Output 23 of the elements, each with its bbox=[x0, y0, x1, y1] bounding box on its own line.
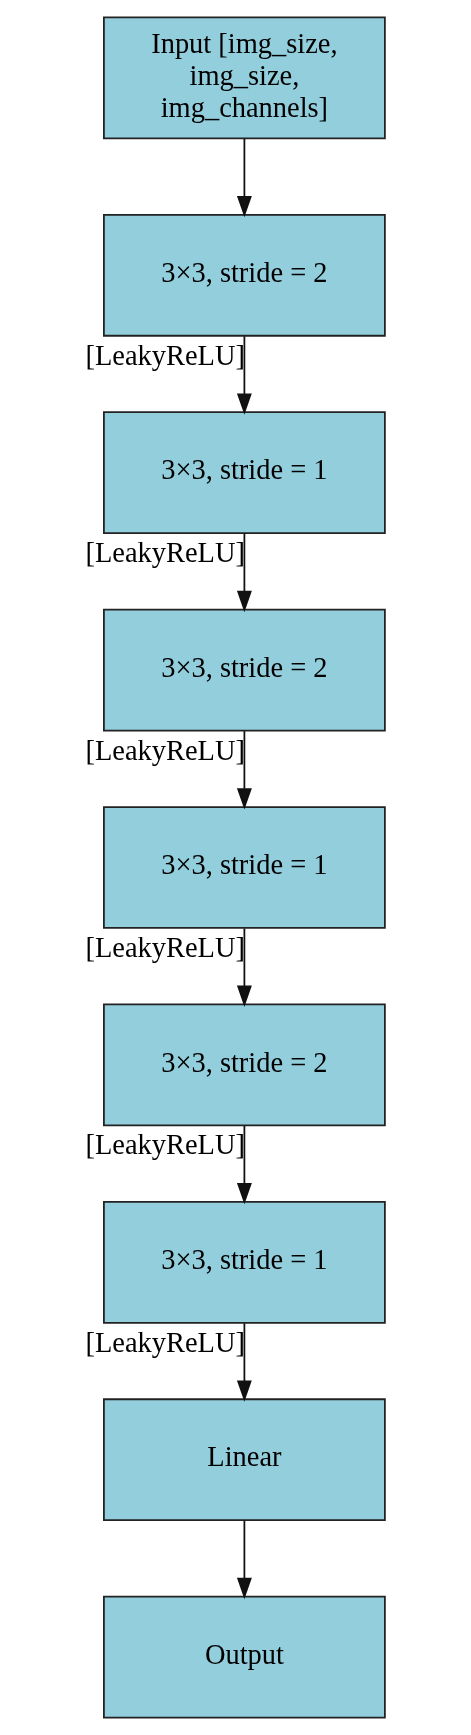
node-box: 3×3, stride = 2 bbox=[103, 213, 386, 337]
edge-label: [LeakyReLU] bbox=[85, 1326, 245, 1358]
arrow bbox=[236, 730, 252, 810]
edge-label: [LeakyReLU] bbox=[85, 1129, 245, 1161]
arrow bbox=[236, 1322, 252, 1402]
edge-label: [LeakyReLU] bbox=[85, 537, 245, 569]
node-box: 3×3, stride = 1 bbox=[103, 1200, 386, 1324]
arrow bbox=[236, 927, 252, 1007]
arrow bbox=[236, 532, 252, 613]
edge-label: [LeakyReLU] bbox=[85, 734, 245, 766]
arrow bbox=[236, 1125, 252, 1205]
node-box: Input [img_size, img_size, img_channels] bbox=[103, 16, 386, 140]
arrow bbox=[236, 335, 252, 415]
node-box: 3×3, stride = 1 bbox=[103, 806, 386, 929]
arrow bbox=[236, 138, 252, 218]
node-box: 3×3, stride = 2 bbox=[103, 608, 386, 732]
edge-label: [LeakyReLU] bbox=[85, 931, 245, 963]
node-box: 3×3, stride = 1 bbox=[103, 411, 386, 535]
node-box: 3×3, stride = 2 bbox=[103, 1003, 386, 1127]
node-box: Linear bbox=[103, 1398, 386, 1522]
node-box: Output bbox=[103, 1595, 386, 1719]
edge-label: [LeakyReLU] bbox=[85, 339, 245, 371]
arrow bbox=[236, 1519, 252, 1600]
